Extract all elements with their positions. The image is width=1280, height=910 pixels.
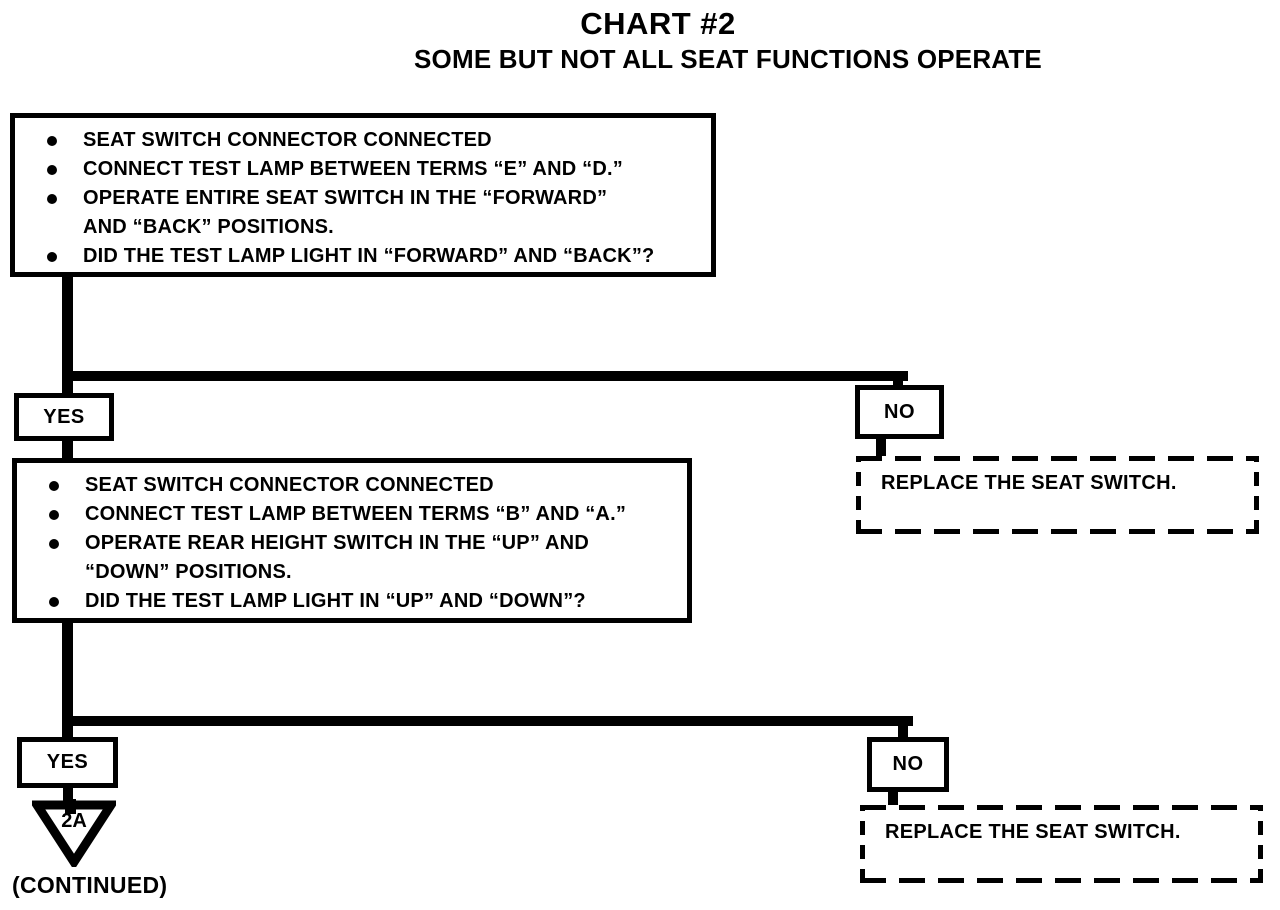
step1-item: SEAT SWITCH CONNECTOR CONNECTED: [83, 129, 492, 151]
step2-yes-box: YES: [17, 737, 118, 788]
connector-line: [888, 790, 898, 807]
step1-replace-action-box: REPLACE THE SEAT SWITCH.: [856, 456, 1259, 534]
connector-line: [62, 439, 73, 460]
step1-yes-label: YES: [43, 405, 85, 428]
step2-item: OPERATE REAR HEIGHT SWITCH IN THE “UP” A…: [85, 532, 589, 583]
step1-item-row: DID THE TEST LAMP LIGHT IN “FORWARD” AND…: [47, 242, 703, 271]
connector-line: [62, 371, 908, 381]
step1-yes-box: YES: [14, 393, 114, 441]
connector-line: [62, 621, 73, 721]
connector-line: [898, 722, 908, 739]
step2-item: DID THE TEST LAMP LIGHT IN “UP” AND “DOW…: [85, 590, 586, 612]
chart-subtitle: SOME BUT NOT ALL SEAT FUNCTIONS OPERATE: [414, 44, 1042, 74]
step1-item: OPERATE ENTIRE SEAT SWITCH IN THE “FORWA…: [83, 187, 608, 238]
continuation-triangle-icon: 2A: [32, 799, 116, 867]
connector-line: [63, 786, 73, 804]
connector-line: [62, 724, 73, 739]
step1-item-row: OPERATE ENTIRE SEAT SWITCH IN THE “FORWA…: [47, 184, 703, 242]
bullet-icon: [49, 481, 59, 491]
step2-question-box: SEAT SWITCH CONNECTOR CONNECTED CONNECT …: [12, 458, 692, 623]
bullet-icon: [49, 539, 59, 549]
connector-line: [893, 377, 903, 389]
bullet-icon: [49, 510, 59, 520]
step1-item: DID THE TEST LAMP LIGHT IN “FORWARD” AND…: [83, 245, 655, 267]
step2-replace-action-box: REPLACE THE SEAT SWITCH.: [860, 805, 1263, 883]
step2-item-row: SEAT SWITCH CONNECTOR CONNECTED: [49, 471, 679, 500]
step1-no-label: NO: [884, 400, 915, 423]
step1-item-row: SEAT SWITCH CONNECTOR CONNECTED: [47, 126, 703, 155]
connector-line: [62, 379, 73, 395]
step2-item-row: DID THE TEST LAMP LIGHT IN “UP” AND “DOW…: [49, 587, 679, 616]
bullet-icon: [49, 597, 59, 607]
bullet-icon: [47, 165, 57, 175]
step2-no-box: NO: [867, 737, 949, 792]
step1-no-box: NO: [855, 385, 944, 439]
connector-line: [62, 275, 73, 375]
connector-line: [876, 437, 886, 458]
step2-item-row: CONNECT TEST LAMP BETWEEN TERMS “B” AND …: [49, 500, 679, 529]
bullet-icon: [47, 136, 57, 146]
step2-item: CONNECT TEST LAMP BETWEEN TERMS “B” AND …: [85, 503, 627, 525]
step1-question-box: SEAT SWITCH CONNECTOR CONNECTED CONNECT …: [10, 113, 716, 277]
step2-no-label: NO: [892, 753, 924, 775]
bullet-icon: [47, 194, 57, 204]
step2-item-row: OPERATE REAR HEIGHT SWITCH IN THE “UP” A…: [49, 529, 679, 587]
continued-caption: (CONTINUED): [12, 872, 168, 898]
step1-item-row: CONNECT TEST LAMP BETWEEN TERMS “E” AND …: [47, 155, 703, 184]
step2-yes-label: YES: [46, 751, 89, 773]
chart-title: CHART #2: [580, 6, 736, 41]
step2-item: SEAT SWITCH CONNECTOR CONNECTED: [85, 474, 494, 496]
connector-line: [62, 716, 913, 726]
bullet-icon: [47, 252, 57, 262]
step1-replace-action-text: REPLACE THE SEAT SWITCH.: [881, 472, 1177, 494]
continuation-connector-label: 2A: [61, 810, 87, 832]
step1-item: CONNECT TEST LAMP BETWEEN TERMS “E” AND …: [83, 158, 623, 180]
step2-replace-action-text: REPLACE THE SEAT SWITCH.: [885, 821, 1181, 843]
